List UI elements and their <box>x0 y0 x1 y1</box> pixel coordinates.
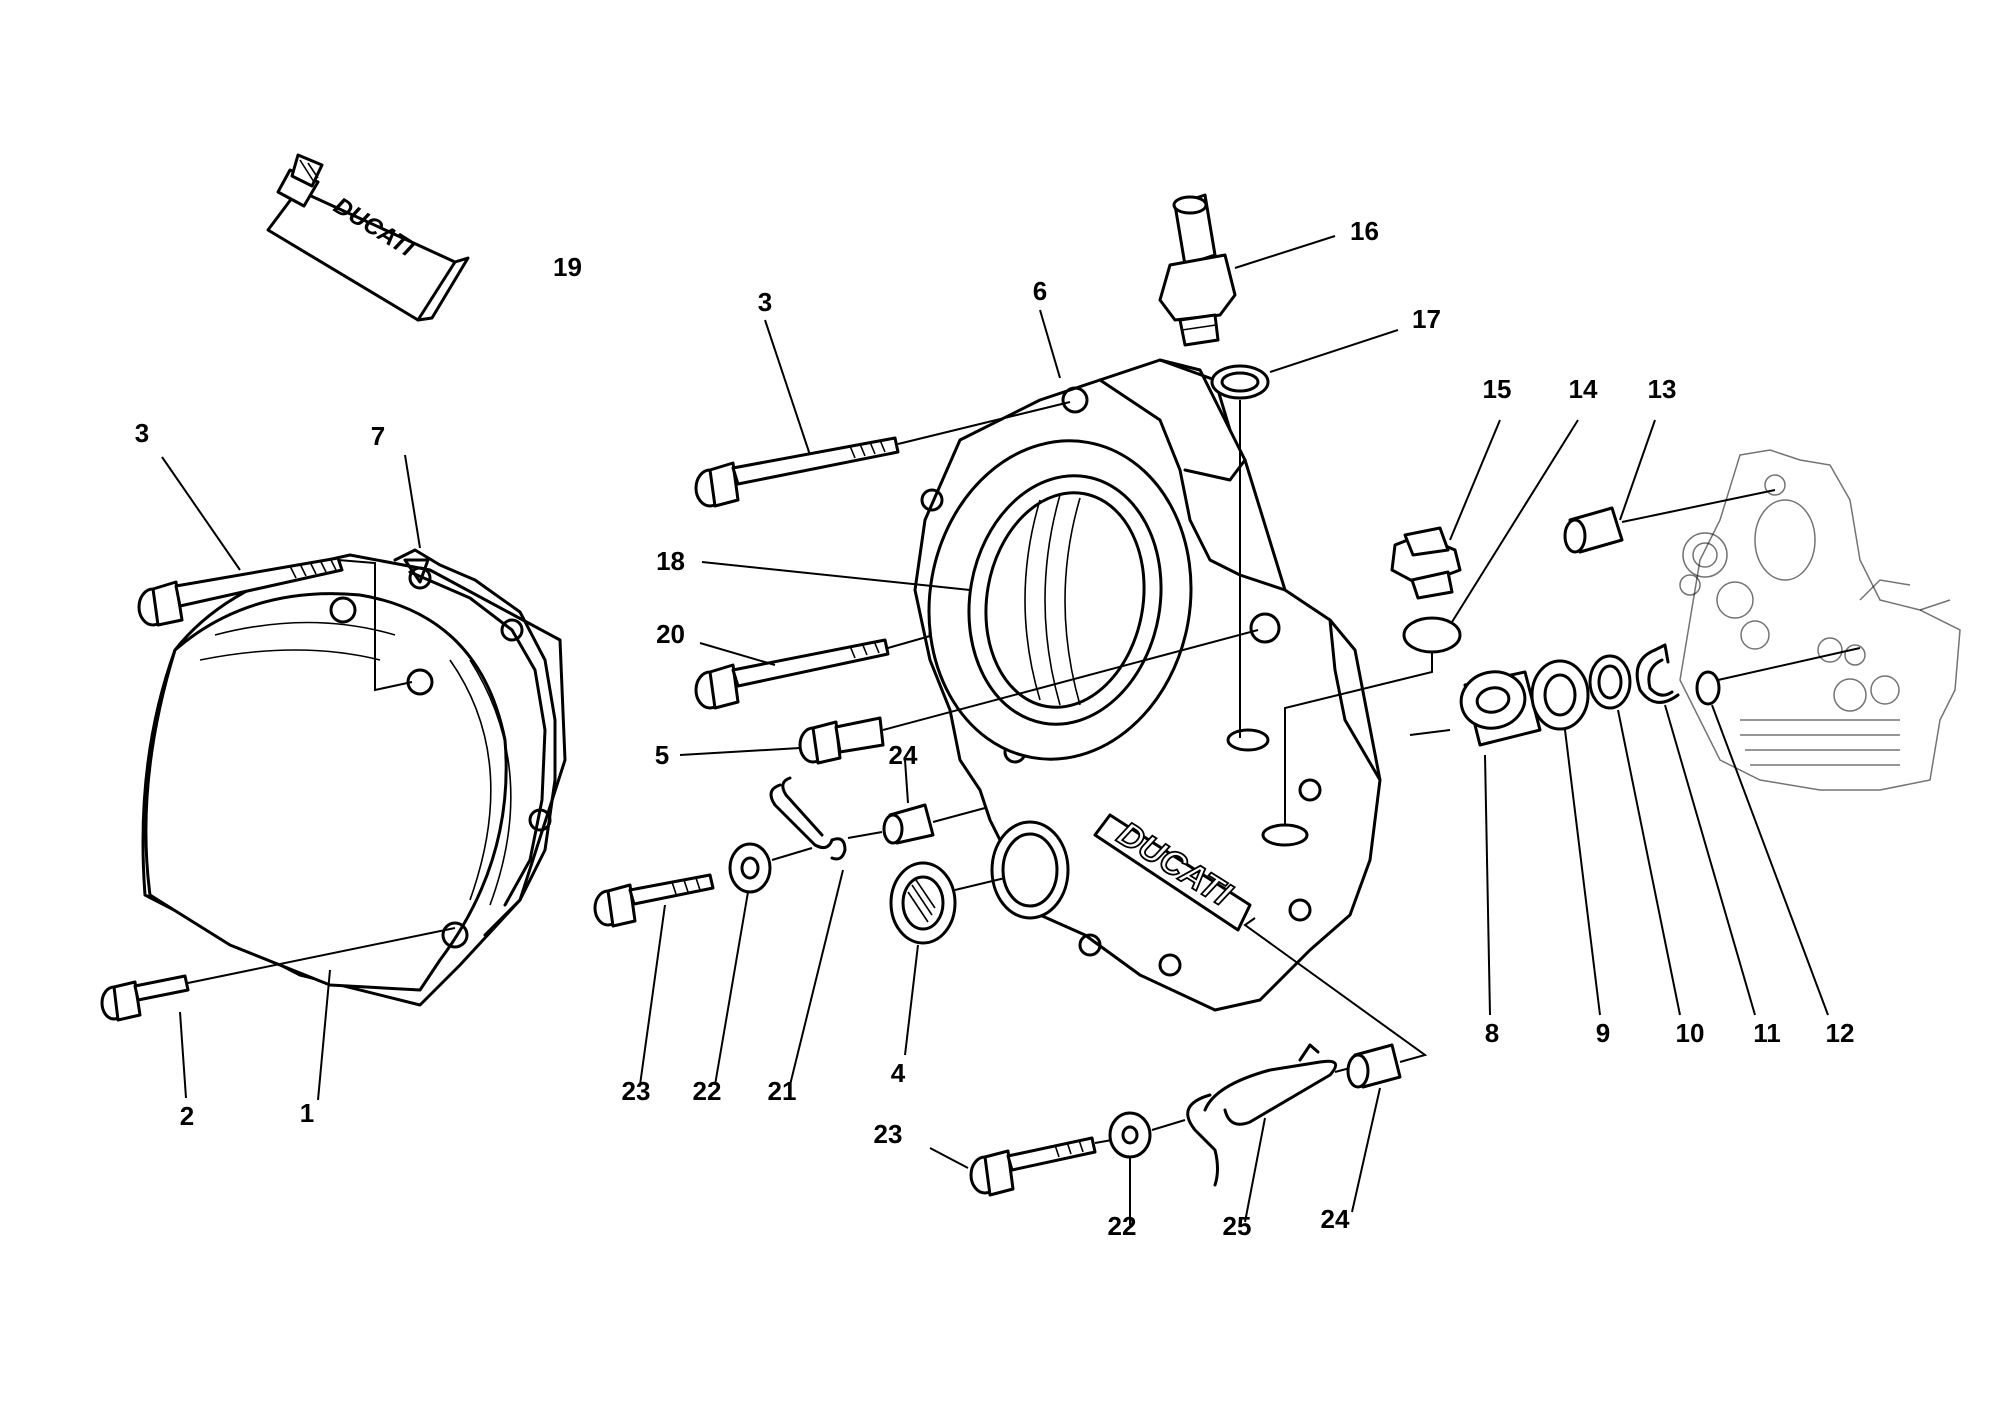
washer-17 <box>1210 329 1399 738</box>
seal-4 <box>889 861 1006 1056</box>
oring-14 <box>1284 419 1579 825</box>
callout-18: 18 <box>656 546 685 576</box>
seal-9 <box>1530 659 1601 1016</box>
callout-16: 16 <box>1350 216 1379 246</box>
bushing-8 <box>1409 670 1542 1016</box>
dowel-24-lower <box>1243 917 1428 1213</box>
callout-22-upper: 22 <box>693 1076 722 1106</box>
callout-23-lower: 23 <box>874 1119 903 1149</box>
wire-clip-21 <box>769 776 847 1086</box>
bolt-20 <box>694 635 931 710</box>
callout-3-center: 3 <box>758 287 772 317</box>
crankcase-cover: DUCATI <box>913 358 1382 1012</box>
dowel-13 <box>1563 419 1776 554</box>
engine-case-outline <box>1679 449 1961 791</box>
callout-13: 13 <box>1648 374 1677 404</box>
washer-22-lower <box>1108 1111 1186 1225</box>
leader-18 <box>701 561 971 591</box>
callout-11: 11 <box>1753 1018 1781 1048</box>
callout-1: 1 <box>300 1098 314 1128</box>
callout-15: 15 <box>1483 374 1512 404</box>
callout-7: 7 <box>371 421 385 451</box>
callout-8: 8 <box>1485 1018 1499 1048</box>
bolt-23-upper <box>593 873 715 1086</box>
callout-6: 6 <box>1033 276 1047 306</box>
callout-25: 25 <box>1223 1211 1252 1241</box>
callout-5: 5 <box>655 740 669 770</box>
callout-4: 4 <box>891 1058 906 1088</box>
callout-19: 19 <box>553 252 582 282</box>
bolt-5 <box>679 629 1259 765</box>
callout-23-upper: 23 <box>622 1076 651 1106</box>
cover-gasket <box>393 548 557 937</box>
callout-22-lower: 22 <box>1108 1211 1137 1241</box>
oil-plug-15 <box>1390 419 1501 600</box>
callout-20: 20 <box>656 619 685 649</box>
clutch-cover <box>141 553 567 1007</box>
callout-3-left: 3 <box>135 418 149 448</box>
callout-17: 17 <box>1412 304 1441 334</box>
sensor-16 <box>1158 193 1336 347</box>
leaders-left <box>161 454 456 1101</box>
callout-12: 12 <box>1826 1018 1855 1048</box>
callout-labels: 1 2 3 3 4 5 6 7 8 9 10 11 12 13 14 15 16… <box>135 216 1855 1241</box>
washer-22-upper <box>714 842 772 1086</box>
callout-24-lower: 24 <box>1321 1204 1350 1234</box>
wire-clip-25 <box>1186 1043 1351 1223</box>
callout-14: 14 <box>1569 374 1598 404</box>
callout-9: 9 <box>1596 1018 1610 1048</box>
callout-2: 2 <box>180 1101 194 1131</box>
oring-12 <box>1695 647 1861 1016</box>
callout-10: 10 <box>1676 1018 1705 1048</box>
grease-tube: DUCATI <box>266 153 470 322</box>
bolt-2 <box>100 974 190 1022</box>
bolt-3-left <box>137 556 344 627</box>
callout-21: 21 <box>768 1076 797 1106</box>
circlip-11 <box>1635 643 1756 1016</box>
bolt-3-center <box>694 309 1071 508</box>
bolt-23-lower <box>929 1136 1113 1197</box>
dowel-24-upper <box>847 759 986 845</box>
washer-10 <box>1588 654 1681 1016</box>
callout-24-upper: 24 <box>889 740 918 770</box>
